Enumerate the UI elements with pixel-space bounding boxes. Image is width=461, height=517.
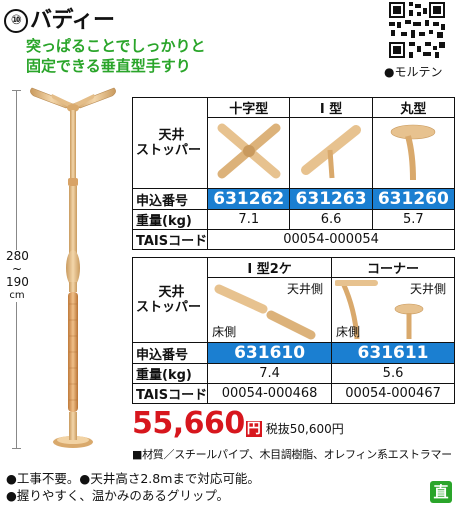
direct-delivery-badge: 直 <box>430 481 452 503</box>
weight-round: 5.7 <box>371 209 456 230</box>
material-info: ■材質／スチールパイプ、木目調樹脂、オレフィン系エストラマー <box>132 448 452 461</box>
spec-table-ceiling-stoppers: 天井 ストッパー 十字型 I 型 丸型 申込番号 <box>131 97 456 250</box>
weight-i-type-double: 7.4 <box>207 363 333 384</box>
ceiling-side-label: 天井側 <box>409 282 446 296</box>
tais-label: TAISコード <box>131 229 209 250</box>
order-number-label: 申込番号 <box>131 342 209 364</box>
price-tax-excluded: 税抜50,600円 <box>265 422 344 436</box>
order-number-i-type-double: 631610 <box>207 342 333 364</box>
stopper-label: 天井 ストッパー <box>131 257 209 343</box>
feature-bullet: ●工事不要。●天井高さ2.8mまで対応可能。 <box>6 471 260 486</box>
column-header-i-type-double: I 型2ケ <box>207 257 333 278</box>
i-type-stopper-image <box>289 117 373 189</box>
column-header-corner: コーナー <box>331 257 455 278</box>
price-amount: 55,660 <box>132 406 245 441</box>
tais-code-corner: 00054-000467 <box>331 383 455 404</box>
product-pole-image <box>30 87 116 448</box>
order-number-label: 申込番号 <box>131 188 209 210</box>
qr-code-icon <box>389 2 445 58</box>
weight-i-type: 6.6 <box>289 209 373 230</box>
height-dimension-tick <box>12 90 21 91</box>
weight-label: 重量(kg) <box>131 363 209 384</box>
height-range: 280 ~ 190 cm <box>6 249 29 302</box>
product-name: バディー <box>30 8 115 33</box>
order-number-i-type: 631263 <box>289 188 373 210</box>
ceiling-side-label: 天井側 <box>287 282 324 296</box>
stopper-label: 天井 ストッパー <box>131 97 209 189</box>
weight-cross: 7.1 <box>207 209 291 230</box>
tais-code-i-type-double: 00054-000468 <box>207 383 333 404</box>
order-number-round: 631260 <box>371 188 456 210</box>
product-tagline: 突っぱることでしっかりと 固定できる垂直型手すり <box>26 36 206 76</box>
tais-code: 00054-000054 <box>207 229 455 250</box>
product-number: ⑩ <box>4 9 28 33</box>
feature-bullet: ●握りやすく、温かみのあるグリップ。 <box>6 488 230 503</box>
maker-name: ●モルテン <box>384 65 443 79</box>
corner-stopper-image: 天井側 床側 <box>331 277 455 343</box>
weight-label: 重量(kg) <box>131 209 209 230</box>
floor-side-label: 床側 <box>212 325 237 339</box>
price-yen: 円 <box>245 421 262 437</box>
cross-stopper-image <box>207 117 291 189</box>
column-header-i-type: I 型 <box>289 97 373 118</box>
order-number-corner: 631611 <box>331 342 455 364</box>
column-header-cross: 十字型 <box>207 97 291 118</box>
round-stopper-image <box>371 117 456 189</box>
spec-table-two-stoppers: 天井 ストッパー I 型2ケ コーナー 天井側 床側 天井側 床側 申込番号 <box>131 257 455 404</box>
i-type-double-stopper-image: 天井側 床側 <box>207 277 333 343</box>
order-number-cross: 631262 <box>207 188 291 210</box>
tagline-line-2: 固定できる垂直型手すり <box>26 57 191 75</box>
floor-side-label: 床側 <box>336 325 361 339</box>
weight-corner: 5.6 <box>331 363 455 384</box>
feature-bullets: ●工事不要。●天井高さ2.8mまで対応可能。 ●握りやすく、温かみのあるグリップ… <box>6 470 260 504</box>
column-header-round: 丸型 <box>371 97 456 118</box>
height-dimension-tick <box>12 448 21 449</box>
tagline-line-1: 突っぱることでしっかりと <box>26 37 206 55</box>
tais-label: TAISコード <box>131 383 209 404</box>
